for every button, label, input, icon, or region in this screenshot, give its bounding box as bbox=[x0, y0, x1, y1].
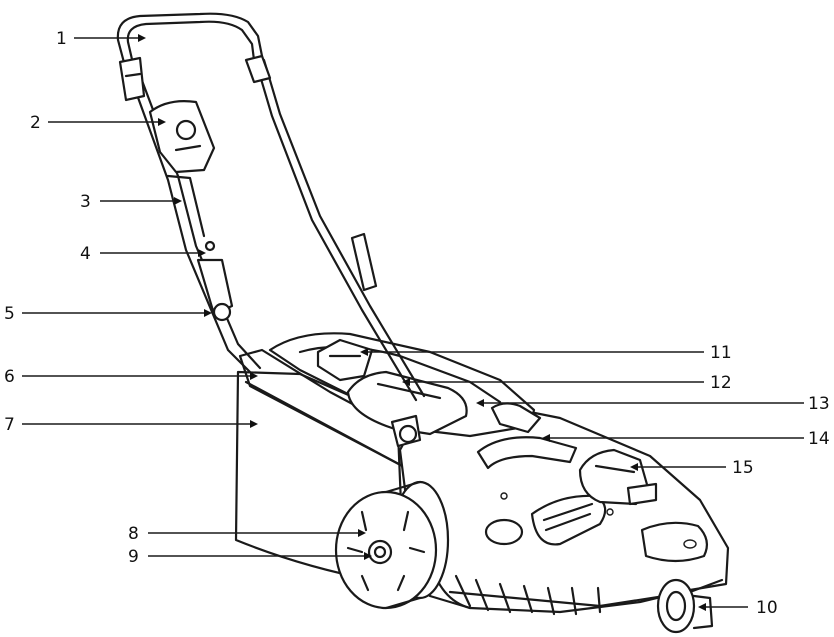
callout-12: 12 bbox=[710, 373, 732, 393]
callout-2: 2 bbox=[30, 113, 41, 133]
arrowhead-12 bbox=[402, 378, 410, 386]
callout-8: 8 bbox=[128, 524, 139, 544]
height-adjust-lever bbox=[316, 338, 374, 382]
arrowhead-4 bbox=[198, 249, 206, 257]
handle-knob bbox=[196, 258, 234, 322]
arrowhead-5 bbox=[204, 309, 212, 317]
callout-10: 10 bbox=[756, 598, 778, 618]
rear-wheel bbox=[334, 480, 450, 610]
leader-lines-right bbox=[360, 348, 804, 611]
switch-box bbox=[148, 100, 216, 174]
callout-14: 14 bbox=[808, 429, 830, 449]
battery-compartment bbox=[578, 448, 658, 506]
wheel-hub bbox=[367, 539, 393, 565]
arrowhead-7 bbox=[250, 420, 258, 428]
arrowhead-13 bbox=[476, 399, 484, 407]
callout-1: 1 bbox=[56, 29, 67, 49]
arrowhead-9 bbox=[364, 552, 372, 560]
callout-4: 4 bbox=[80, 244, 91, 264]
callout-labels: 1 2 3 4 5 6 7 8 9 10 11 12 13 14 15 bbox=[4, 29, 830, 618]
cutting-height-indicator bbox=[490, 402, 542, 434]
arrowhead-2 bbox=[158, 118, 166, 126]
cable-clip bbox=[204, 240, 216, 252]
callout-11: 11 bbox=[710, 343, 732, 363]
carry-handle bbox=[476, 436, 578, 470]
arrowhead-10 bbox=[698, 603, 706, 611]
safety-key-cover bbox=[346, 370, 468, 436]
arrowhead-3 bbox=[174, 197, 182, 205]
callout-6: 6 bbox=[4, 367, 15, 387]
callout-7: 7 bbox=[4, 415, 15, 435]
callout-9: 9 bbox=[128, 547, 139, 567]
arrowhead-11 bbox=[360, 348, 368, 356]
callout-15: 15 bbox=[732, 458, 754, 478]
arrowhead-8 bbox=[358, 529, 366, 537]
callout-5: 5 bbox=[4, 304, 15, 324]
lower-handle-joint bbox=[390, 414, 422, 448]
arrowhead-15 bbox=[630, 463, 638, 471]
arrowhead-14 bbox=[542, 434, 550, 442]
front-wheel bbox=[656, 578, 714, 634]
leader-lines bbox=[22, 34, 372, 560]
callout-13: 13 bbox=[808, 394, 830, 414]
start-lever bbox=[166, 174, 206, 238]
arrowhead-6 bbox=[250, 372, 258, 380]
arrowhead-1 bbox=[138, 34, 146, 42]
callout-3: 3 bbox=[80, 192, 91, 212]
